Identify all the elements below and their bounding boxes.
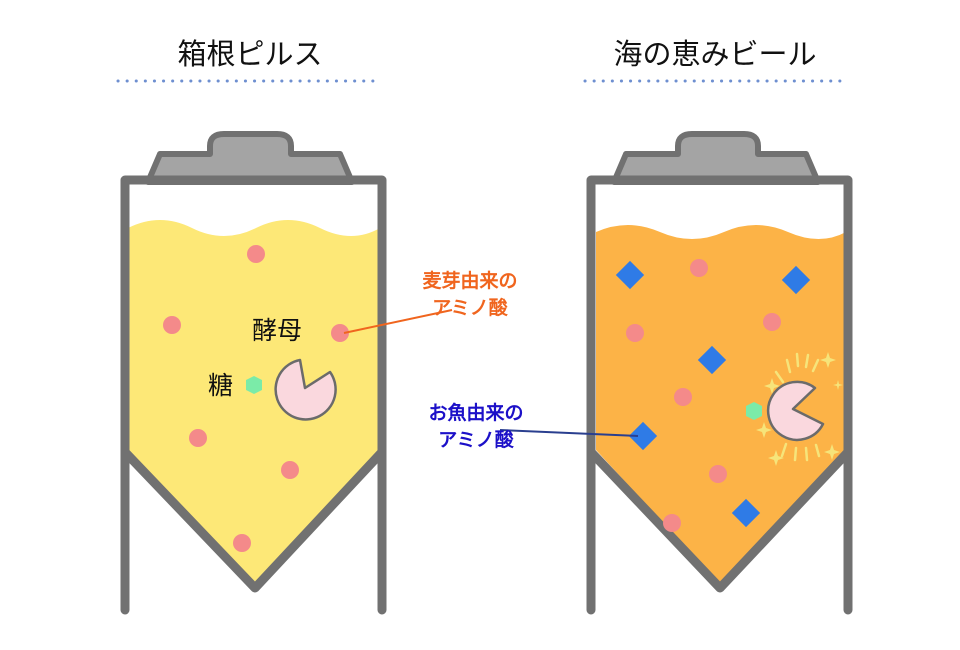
right-tank-lid	[611, 131, 821, 185]
right-tank-liquid	[596, 225, 846, 585]
sugar-label: 糖	[208, 371, 233, 400]
left-tank-lid	[145, 131, 355, 185]
left-tank-frame	[120, 175, 387, 615]
malt-amino-label-line1: 麦芽由来の	[422, 269, 517, 292]
fish-amino-label-line2: アミノ酸	[438, 428, 515, 451]
sparkle-icon	[756, 352, 843, 466]
malt-amino-dot	[247, 245, 265, 263]
diamond-icon	[615, 260, 645, 290]
pacman-yeast-icon	[766, 380, 825, 442]
diamond-icon	[697, 345, 727, 375]
fish-amino-callout: お魚由来の アミノ酸	[428, 401, 639, 451]
right-tank-frame	[586, 175, 853, 615]
malt-amino-dot	[281, 461, 299, 479]
malt-amino-dot	[690, 259, 708, 277]
malt-amino-dot	[331, 324, 349, 342]
malt-amino-dot	[663, 514, 681, 532]
malt-amino-dot	[626, 324, 644, 342]
right-tank	[586, 131, 853, 615]
malt-amino-dot	[233, 534, 251, 552]
left-tank: 酵母 糖	[120, 131, 387, 615]
left-tank-liquid	[128, 220, 380, 585]
pacman-yeast-icon	[274, 358, 337, 421]
malt-amino-leader-line	[343, 309, 453, 334]
malt-amino-dot	[763, 313, 781, 331]
malt-amino-dot	[674, 388, 692, 406]
diamond-icon	[628, 421, 658, 451]
malt-amino-dot	[163, 316, 181, 334]
yeast-label: 酵母	[252, 316, 302, 345]
fish-amino-leader-line	[499, 429, 639, 437]
diamond-icon	[731, 498, 761, 528]
fish-amino-label-line1: お魚由来の	[428, 401, 523, 424]
left-title: 箱根ピルス	[177, 37, 322, 71]
hexagon-sugar-icon	[746, 402, 762, 420]
malt-amino-callout: 麦芽由来の アミノ酸	[343, 269, 518, 334]
malt-amino-dot	[709, 465, 727, 483]
hexagon-sugar-icon	[246, 376, 262, 394]
diamond-icon	[781, 265, 811, 295]
malt-amino-dot	[189, 429, 207, 447]
right-title: 海の恵みビール	[613, 37, 816, 71]
malt-amino-label-line2: アミノ酸	[432, 296, 509, 319]
